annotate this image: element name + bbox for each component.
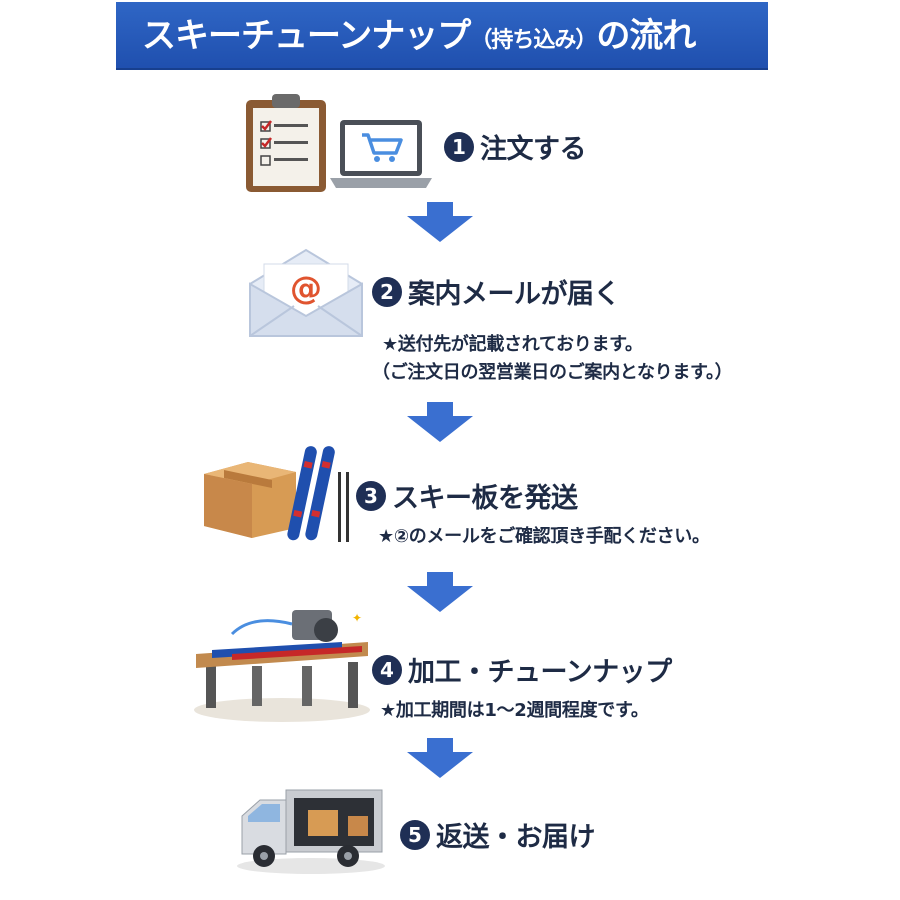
cardboard-box-icon <box>204 462 296 538</box>
step-2-number: 2 <box>372 276 402 307</box>
arrow-down-icon <box>407 738 473 778</box>
laptop-cart-icon <box>330 120 432 188</box>
clipboard-icon <box>246 94 326 192</box>
title-main: スキーチューンナップ <box>142 16 471 56</box>
step-3-number: 3 <box>356 480 386 511</box>
arrow-down-icon <box>407 572 473 612</box>
title-paren: （持ち込み） <box>470 28 597 53</box>
step-2-note-2: （ご注文日の翌営業日のご案内となります。） <box>372 362 733 383</box>
delivery-truck-icon <box>237 789 385 874</box>
arrow-down-icon <box>407 202 473 242</box>
skis-icon <box>287 446 349 542</box>
step-4-number: 4 <box>372 654 402 685</box>
email-envelope-icon: @ <box>249 248 363 337</box>
arrow-down-icon <box>407 402 473 442</box>
title-end: の流れ <box>596 16 696 56</box>
step-1-number: 1 <box>444 131 474 162</box>
page-title: スキーチューンナップ（持ち込み）の流れ <box>142 14 696 63</box>
step-3-note-1: ★②のメールをご確認頂き手配ください。 <box>378 526 710 547</box>
step-2-note-1: ★送付先が記載されております。 <box>382 334 643 355</box>
svg-text:✦: ✦ <box>352 611 362 625</box>
workbench-tuning-icon: ✦ <box>194 610 370 722</box>
step-4-note-1: ★加工期間は1～2週間程度です。 <box>380 700 649 721</box>
step-5-number: 5 <box>400 819 430 850</box>
header-banner: スキーチューンナップ（持ち込み）の流れ <box>116 2 768 70</box>
at-sign: @ <box>290 269 322 307</box>
